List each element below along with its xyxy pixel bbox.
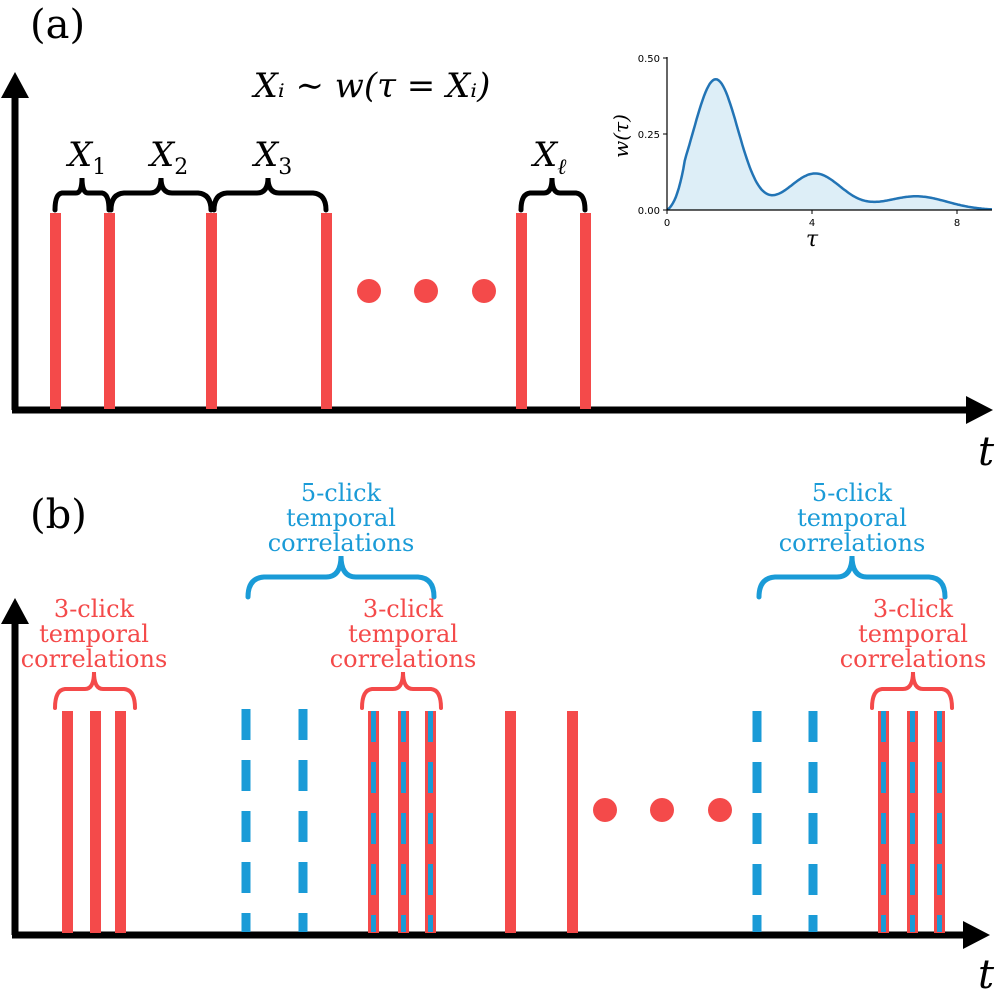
red-label-line: correlations xyxy=(21,645,168,673)
brace-x1 xyxy=(52,177,112,213)
brace-xl xyxy=(518,177,588,213)
inset-ytick-label: 0.00 xyxy=(638,206,660,217)
inset-area xyxy=(667,79,992,210)
panel-a-x-arrow xyxy=(966,396,993,424)
panel-b-blue-braces xyxy=(245,555,948,600)
red-group-label-3: 3-click temporal correlations xyxy=(840,595,987,673)
blue-label-line: temporal xyxy=(797,504,907,532)
event-line xyxy=(104,213,115,409)
red-group-label-2: 3-click temporal correlations xyxy=(330,595,477,673)
red-brace xyxy=(53,671,137,710)
panel-b-label: (b) xyxy=(30,492,87,538)
ellipsis-dot xyxy=(472,279,496,303)
red-label-line: temporal xyxy=(348,620,458,648)
ellipsis-dot xyxy=(357,279,381,303)
panel-b-combined-events xyxy=(368,711,945,933)
gap-label-x3: X3 xyxy=(251,135,292,180)
blue-label-line: 5-click xyxy=(812,479,893,507)
event-line xyxy=(516,213,527,409)
blue-label-line: 5-click xyxy=(301,479,382,507)
red-event-line xyxy=(505,711,516,933)
panel-a: (a) t Xᵢ ∼ w(τ = Xᵢ) xyxy=(1,2,995,475)
event-line xyxy=(206,213,217,409)
inset-xtick-label: 4 xyxy=(809,218,815,229)
blue-brace xyxy=(756,555,948,600)
panel-b-y-arrow xyxy=(1,598,29,624)
brace-x2 xyxy=(108,177,214,213)
inset-xlabel: τ xyxy=(806,227,819,252)
panel-a-events xyxy=(50,213,591,409)
blue-label-line: correlations xyxy=(268,529,415,557)
event-line xyxy=(580,213,591,409)
red-brace xyxy=(360,671,443,710)
ellipsis-dot xyxy=(708,798,732,822)
panel-b-red-events xyxy=(62,711,578,933)
blue-label-line: correlations xyxy=(779,529,926,557)
panel-a-y-arrow xyxy=(1,72,29,98)
panel-b: (b) t xyxy=(1,479,995,991)
event-line xyxy=(50,213,61,409)
inset-ytick-label: 0.25 xyxy=(638,130,660,141)
blue-group-label-right: 5-click temporal correlations xyxy=(779,479,926,557)
panel-a-braces xyxy=(52,177,588,213)
red-event-line xyxy=(90,711,101,933)
panel-a-ellipsis xyxy=(357,279,496,303)
red-label-line: temporal xyxy=(39,620,149,648)
red-label-line: correlations xyxy=(840,645,987,673)
inset-xtick-label: 8 xyxy=(954,218,960,229)
red-label-line: 3-click xyxy=(363,595,444,623)
panel-a-equation: Xᵢ ∼ w(τ = Xᵢ) xyxy=(251,66,491,106)
panel-b-t-label: t xyxy=(978,952,995,991)
gap-label-x2: X2 xyxy=(147,135,188,180)
inset-ylabel: w(τ) xyxy=(609,114,633,158)
panel-a-label: (a) xyxy=(30,2,85,48)
blue-group-label-left: 5-click temporal correlations xyxy=(268,479,415,557)
gap-label-x1: X1 xyxy=(65,135,106,180)
inset-ticks xyxy=(663,57,958,214)
blue-brace xyxy=(245,555,437,600)
blue-label-line: temporal xyxy=(286,504,396,532)
inset-xtick-label: 0 xyxy=(664,218,670,229)
red-label-line: 3-click xyxy=(873,595,954,623)
red-event-line xyxy=(115,711,126,933)
inset-plot: 0.50 0.25 0.00 0 4 8 w(τ) τ xyxy=(609,54,992,252)
brace-x3 xyxy=(211,177,329,213)
red-brace xyxy=(870,671,954,710)
panel-a-t-label: t xyxy=(978,429,995,475)
panel-b-red-braces xyxy=(53,671,954,710)
red-group-label-1: 3-click temporal correlations xyxy=(21,595,168,673)
panel-b-ellipsis xyxy=(593,798,732,822)
ellipsis-dot xyxy=(650,798,674,822)
ellipsis-dot xyxy=(593,798,617,822)
red-label-line: temporal xyxy=(858,620,968,648)
event-line xyxy=(321,213,332,409)
gap-label-xl: Xℓ xyxy=(530,135,567,180)
red-event-line xyxy=(567,711,578,933)
ellipsis-dot xyxy=(414,279,438,303)
inset-curve xyxy=(667,78,992,210)
panel-b-x-arrow xyxy=(963,921,990,949)
inset-ytick-label: 0.50 xyxy=(638,54,660,65)
red-event-line xyxy=(62,711,73,933)
red-label-line: 3-click xyxy=(54,595,135,623)
red-label-line: correlations xyxy=(330,645,477,673)
panel-b-blue-events xyxy=(241,709,818,932)
